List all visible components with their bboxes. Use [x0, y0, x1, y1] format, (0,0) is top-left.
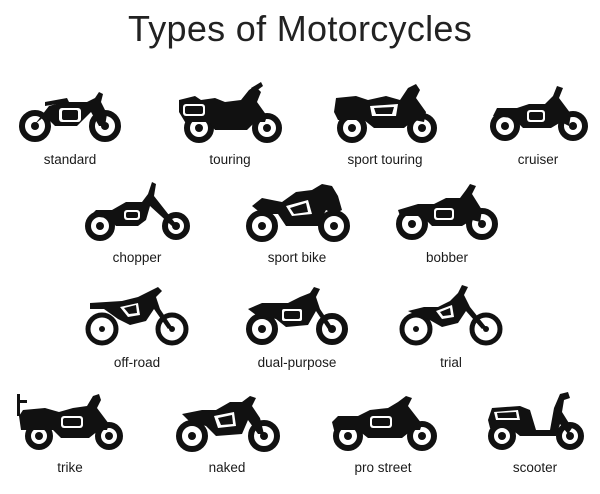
dual-purpose-motorcycle-icon: [246, 287, 348, 345]
motorcycle-dual-purpose: dual-purpose: [232, 285, 362, 370]
trike-motorcycle-icon: [17, 394, 123, 450]
off-road-motorcycle-icon: [85, 287, 189, 346]
standard-motorcycle-icon: [19, 92, 121, 142]
pro-street-motorcycle-icon: [332, 396, 437, 451]
chopper-motorcycle-icon: [85, 182, 190, 241]
motorcycle-pro-street: pro street: [318, 390, 448, 475]
motorcycle-sport-touring: sport touring: [320, 82, 450, 167]
motorcycle-label: off-road: [113, 355, 161, 370]
motorcycle-label: touring: [209, 152, 251, 167]
motorcycle-touring: touring: [165, 82, 295, 167]
cruiser-motorcycle-icon: [490, 86, 588, 141]
motorcycle-sport-bike: sport bike: [232, 180, 362, 265]
motorcycle-chopper: chopper: [72, 180, 202, 265]
motorcycle-label: standard: [43, 152, 97, 167]
motorcycle-label: trial: [440, 355, 462, 370]
motorcycle-trike: trike: [5, 390, 135, 475]
touring-motorcycle-icon: [179, 82, 282, 143]
motorcycle-label: bobber: [425, 250, 469, 265]
motorcycle-label: sport touring: [347, 152, 423, 167]
motorcycle-label: sport bike: [267, 250, 327, 265]
motorcycle-bobber: bobber: [382, 180, 512, 265]
motorcycle-label: chopper: [112, 250, 162, 265]
motorcycle-label: dual-purpose: [257, 355, 337, 370]
motorcycle-label: pro street: [354, 460, 412, 475]
motorcycle-off-road: off-road: [72, 285, 202, 370]
motorcycle-scooter: scooter: [470, 390, 600, 475]
motorcycle-naked: naked: [162, 390, 292, 475]
sport-bike-motorcycle-icon: [246, 184, 350, 242]
motorcycle-cruiser: cruiser: [473, 82, 600, 167]
scooter-motorcycle-icon: [488, 392, 584, 450]
naked-motorcycle-icon: [176, 396, 280, 452]
motorcycle-standard: standard: [5, 82, 135, 167]
trial-motorcycle-icon: [399, 285, 503, 346]
motorcycle-label: trike: [57, 460, 83, 475]
motorcycle-trial: trial: [386, 285, 516, 370]
page-title: Types of Motorcycles: [127, 8, 473, 49]
bobber-motorcycle-icon: [396, 184, 498, 240]
motorcycle-label: cruiser: [517, 152, 559, 167]
motorcycle-label: naked: [208, 460, 246, 475]
motorcycle-label: scooter: [512, 460, 558, 475]
sport-touring-motorcycle-icon: [334, 84, 437, 143]
